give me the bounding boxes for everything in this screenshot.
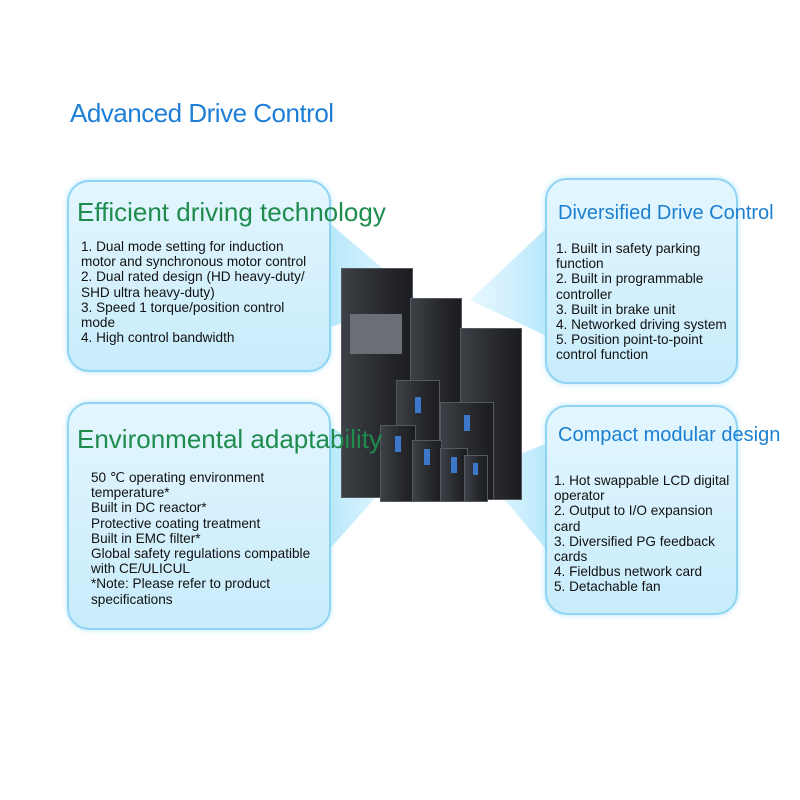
drive-unit-small-3 xyxy=(440,448,468,502)
list-item: with CE/ULICUL xyxy=(91,561,190,577)
list-item: 50 ℃ operating environment xyxy=(91,470,265,485)
drive-unit-small-2 xyxy=(412,440,442,502)
compact-modular-box: Compact modular design 1. Hot swappable … xyxy=(545,405,780,615)
list-item: Built in EMC filter* xyxy=(91,530,201,546)
efficient-driving-box: Efficient driving technology 1. Dual mod… xyxy=(67,180,386,372)
list-item: control function xyxy=(556,347,649,363)
list-item: 2. Built in programmable xyxy=(556,271,704,287)
glow-top-right xyxy=(470,220,555,340)
drive-cabinet-large xyxy=(341,268,413,498)
environmental-box: Environmental adaptability 50 ℃ operatin… xyxy=(67,402,382,630)
list-item: 1. Built in safety parking xyxy=(556,241,701,256)
list-item: specifications xyxy=(91,591,173,607)
compact-modular-heading: Compact modular design xyxy=(558,424,781,446)
list-item: 3. Diversified PG feedback xyxy=(554,533,715,549)
list-item: 5. Detachable fan xyxy=(554,579,661,595)
list-item: operator xyxy=(554,488,605,504)
list-item: controller xyxy=(556,286,612,302)
list-item: Built in DC reactor* xyxy=(91,500,207,516)
list-item: 1. Hot swappable LCD digital xyxy=(554,473,730,488)
list-item: 4. Networked driving system xyxy=(556,317,727,333)
list-item: 1. Dual mode setting for induction xyxy=(81,239,284,254)
diversified-drive-box: Diversified Drive Control 1. Built in sa… xyxy=(545,178,774,384)
list-item: 4. Fieldbus network card xyxy=(554,564,703,580)
list-item: mode xyxy=(81,315,116,331)
list-item: 3. Built in brake unit xyxy=(556,301,676,317)
list-item: 4. High control bandwidth xyxy=(81,330,235,346)
page-title: Advanced Drive Control xyxy=(70,98,334,128)
list-item: cards xyxy=(554,549,588,565)
diversified-drive-list: 1. Built in safety parking function 2. B… xyxy=(556,241,727,363)
list-item: motor and synchronous motor control xyxy=(81,254,307,270)
list-item: Global safety regulations compatible xyxy=(91,546,311,562)
list-item: Protective coating treatment xyxy=(91,515,261,531)
drive-unit-small-1 xyxy=(380,425,416,502)
list-item: SHD ultra heavy-duty) xyxy=(81,284,215,300)
efficient-driving-list: 1. Dual mode setting for induction motor… xyxy=(81,239,306,345)
efficient-driving-heading: Efficient driving technology xyxy=(77,197,386,227)
list-item: *Note: Please refer to product xyxy=(91,576,271,592)
list-item: card xyxy=(554,518,581,534)
drive-unit-small-4 xyxy=(464,455,488,502)
list-item: function xyxy=(556,256,604,272)
environmental-heading: Environmental adaptability xyxy=(77,424,382,454)
environmental-list: 50 ℃ operating environment temperature* … xyxy=(91,470,310,607)
list-item: 5. Position point-to-point xyxy=(556,332,703,348)
compact-modular-list: 1. Hot swappable LCD digital operator 2.… xyxy=(554,473,729,595)
list-item: temperature* xyxy=(91,485,170,501)
list-item: 3. Speed 1 torque/position control xyxy=(81,299,285,315)
list-item: 2. Dual rated design (HD heavy-duty/ xyxy=(81,269,305,285)
diversified-drive-heading: Diversified Drive Control xyxy=(558,202,774,224)
list-item: 2. Output to I/O expansion xyxy=(554,503,713,519)
